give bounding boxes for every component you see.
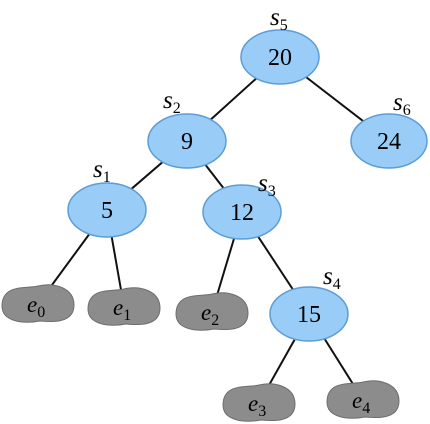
node-value: 15 bbox=[297, 302, 321, 328]
node-value: 9 bbox=[181, 129, 193, 155]
node-ellipse bbox=[269, 286, 349, 342]
node-value: 20 bbox=[268, 45, 292, 71]
leaf-shape bbox=[222, 383, 296, 422]
node-value: 5 bbox=[101, 198, 113, 224]
node-label: s3 bbox=[258, 170, 276, 200]
node-label: s1 bbox=[93, 156, 111, 186]
node-ellipse bbox=[350, 113, 428, 169]
leaf-shape bbox=[175, 292, 249, 331]
node-ellipse bbox=[67, 182, 147, 238]
leaf-shape bbox=[326, 380, 400, 419]
node-ellipse bbox=[202, 184, 282, 240]
leaf-label: e4 bbox=[352, 388, 370, 417]
leaf-shape bbox=[1, 284, 75, 323]
leaf-e3: e3 bbox=[222, 383, 296, 422]
leaf-e0: e0 bbox=[1, 284, 75, 323]
node-value: 24 bbox=[377, 129, 401, 155]
leaf-e2: e2 bbox=[175, 292, 249, 331]
node-label: s6 bbox=[393, 89, 411, 119]
node-value: 12 bbox=[230, 200, 254, 226]
leaf-shape bbox=[87, 287, 161, 326]
node-ellipse bbox=[240, 29, 320, 85]
leaf-e4: e4 bbox=[326, 380, 400, 419]
leaf-label: e1 bbox=[113, 295, 131, 324]
node-ellipse bbox=[147, 113, 227, 169]
leaves: e0 e1 e2 e3 e4 bbox=[1, 284, 400, 422]
node-label: s2 bbox=[163, 87, 181, 117]
leaf-label: e3 bbox=[248, 391, 266, 420]
leaf-label: e0 bbox=[27, 292, 45, 321]
node-label: s4 bbox=[323, 263, 341, 293]
leaf-e1: e1 bbox=[87, 287, 161, 326]
node-s2: 9s2 bbox=[147, 87, 227, 169]
leaf-label: e2 bbox=[201, 300, 219, 329]
node-s1: 5s1 bbox=[67, 156, 147, 238]
node-label: s5 bbox=[270, 4, 288, 34]
